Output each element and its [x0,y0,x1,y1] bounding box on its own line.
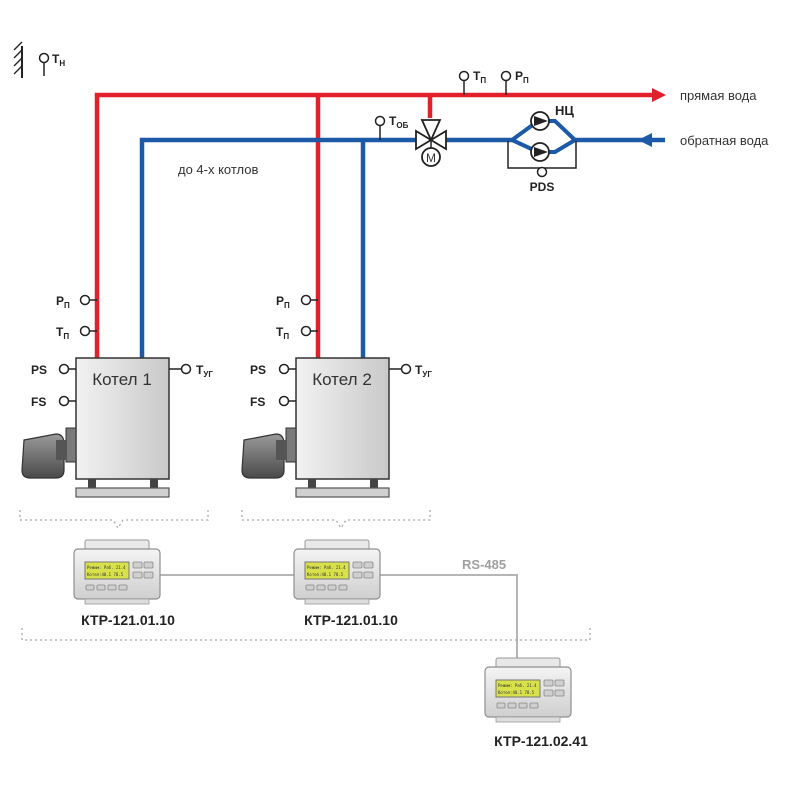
svg-text:РП: РП [276,294,290,310]
svg-text:Режим: Раб. 21.4: Режим: Раб. 21.4 [307,565,346,570]
boiler-count-note: до 4-х котлов [178,162,259,177]
temp-sensor: ТП [56,325,97,341]
fs-sensor: FS [31,395,76,409]
boiler-1: РП ТП Котел 1 PS FS ТУГ [21,294,213,498]
svg-text:Котел:40.1 78.5: Котел:40.1 78.5 [498,690,535,695]
svg-text:Режим: Раб. 21.4: Режим: Раб. 21.4 [498,683,537,688]
svg-text:ТОБ: ТОБ [389,114,409,130]
controller-display [495,679,541,698]
svg-text:ТП: ТП [56,325,69,341]
controller-model-label: КТР-121.01.10 [304,612,398,628]
ps-sensor: PS [250,363,296,377]
boiler-name: Котел 2 [312,370,372,389]
pressure-sensor: РП [276,294,318,310]
svg-text:ТУГ: ТУГ [415,363,432,379]
return-temp-sensor: ТОБ [374,114,409,140]
svg-text:PS: PS [250,363,266,377]
motor-icon [421,147,441,167]
controller-display [84,561,130,580]
fs-sensor: FS [250,395,296,409]
return-pipes [139,133,665,360]
boiler-body [295,357,390,480]
pump-label: НЦ [555,103,574,118]
bus-label: RS-485 [462,557,506,572]
burner-icon [241,427,297,479]
svg-text:FS: FS [250,395,265,409]
boiler-2: РП ТП Котел 2 PS FS ТУГ [241,294,432,498]
pds-sensor-icon [536,166,548,178]
pds-label: PDS [530,180,555,194]
supply-label: прямая вода [680,88,757,103]
pump-group: НЦ PDS [507,103,577,194]
burner-icon [21,427,77,479]
svg-text:Режим: Раб. 21.4: Режим: Раб. 21.4 [87,565,126,570]
controller-2: Режим: Раб. 21.4 Котел:40.1 78.5 [293,539,381,605]
ps-sensor: PS [31,363,76,377]
supply-temp-sensor: ТП [458,69,486,95]
svg-text:M: M [426,151,436,165]
svg-text:ТП: ТП [473,69,486,85]
return-arrow-icon [638,133,652,147]
pump-bottom-icon [530,142,550,162]
svg-text:РП: РП [515,69,529,85]
outdoor-sensor: ТН [13,41,65,78]
svg-text:PS: PS [31,363,47,377]
supply-arrow-icon [652,88,666,102]
boiler-body [75,357,170,480]
svg-text:ТН: ТН [52,52,65,68]
svg-text:ТУГ: ТУГ [196,363,213,379]
pressure-sensor: РП [56,294,97,310]
supply-pipes [94,88,666,360]
controller-display [304,561,350,580]
supply-pressure-sensor: РП [500,69,529,95]
return-label: обратная вода [680,133,769,148]
svg-text:FS: FS [31,395,46,409]
svg-text:Котел:40.1 78.5: Котел:40.1 78.5 [87,572,124,577]
flue-temp-sensor: ТУГ [389,363,432,379]
controller-model-label: КТР-121.01.10 [81,612,175,628]
controller-model-label: КТР-121.02.41 [494,733,588,749]
pump-top-icon [530,111,550,131]
temp-sensor: ТП [276,325,318,341]
flue-temp-sensor: ТУГ [169,363,213,379]
svg-text:ТП: ТП [276,325,289,341]
svg-text:РП: РП [56,294,70,310]
group-braces [19,510,591,641]
svg-text:Котел:40.1 78.5: Котел:40.1 78.5 [307,572,344,577]
boiler-name: Котел 1 [92,370,152,389]
rs485-bus [160,574,518,660]
controller-3: Режим: Раб. 21.4 Котел:40.1 78.5 [484,657,572,723]
controller-1: Режим: Раб. 21.4 Котел:40.1 78.5 [73,539,161,605]
three-way-valve-icon: M [415,119,447,167]
